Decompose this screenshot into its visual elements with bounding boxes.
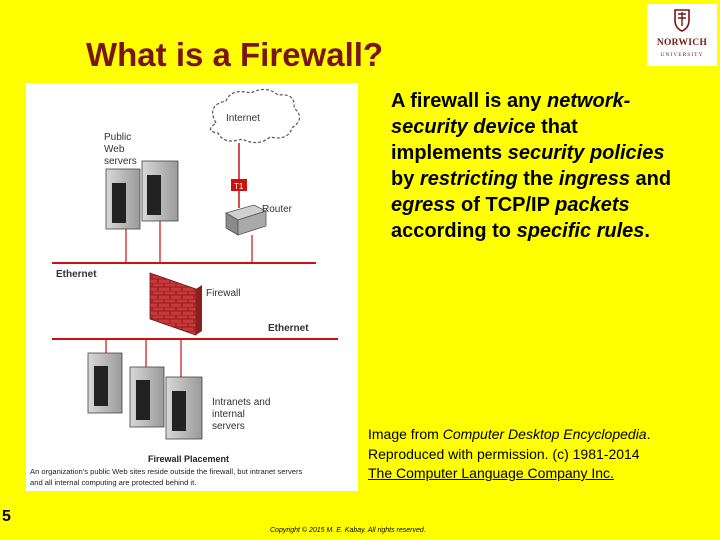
t1-box — [231, 179, 247, 191]
internal-server-icon — [165, 376, 203, 440]
intranets-label-3: servers — [212, 421, 245, 432]
diagram-caption-title: Firewall Placement — [148, 454, 229, 464]
firewall-placement-diagram: Internet T1 Router Public Web servers Et… — [26, 83, 358, 491]
firewall-brick-wall-icon — [149, 272, 202, 336]
public-web-label-3: servers — [104, 156, 137, 167]
credit-company-link[interactable]: The Computer Language Company Inc. — [368, 465, 614, 481]
diagram-caption-line-1: An organization's public Web sites resid… — [30, 467, 302, 476]
router-label: Router — [262, 204, 293, 215]
logo-subtitle: UNIVERSITY — [660, 52, 704, 58]
internal-server-icon — [129, 366, 165, 428]
ethernet-top-label: Ethernet — [56, 269, 97, 280]
router-icon — [224, 204, 268, 236]
internet-label: Internet — [226, 113, 260, 124]
firewall-label: Firewall — [206, 288, 240, 299]
internal-server-icon — [87, 352, 123, 414]
public-web-server-icon — [105, 168, 141, 230]
crest-icon — [674, 9, 690, 32]
internet-cloud-icon — [209, 88, 301, 144]
slide-title: What is a Firewall? — [86, 36, 384, 73]
norwich-university-logo: NORWICH UNIVERSITY — [647, 4, 717, 66]
public-web-label-1: Public — [104, 132, 131, 143]
copyright-footer: Copyright © 2015 M. E. Kabay. All rights… — [270, 527, 426, 534]
public-web-label-2: Web — [104, 144, 125, 155]
ethernet-bottom-label: Ethernet — [268, 323, 309, 334]
diagram-caption-line-2: and all internal computing are protected… — [30, 478, 196, 487]
t1-label: T1 — [234, 182, 244, 191]
intranets-label-2: internal — [212, 409, 245, 420]
image-credit-text: Image from Computer Desktop Encyclopedia… — [368, 426, 651, 481]
page-number: 5 — [2, 508, 11, 525]
firewall-definition-text: A firewall is any network-security devic… — [391, 90, 672, 242]
intranets-label-1: Intranets and — [212, 397, 270, 408]
logo-name: NORWICH — [656, 38, 708, 48]
public-web-server-icon — [141, 160, 179, 222]
